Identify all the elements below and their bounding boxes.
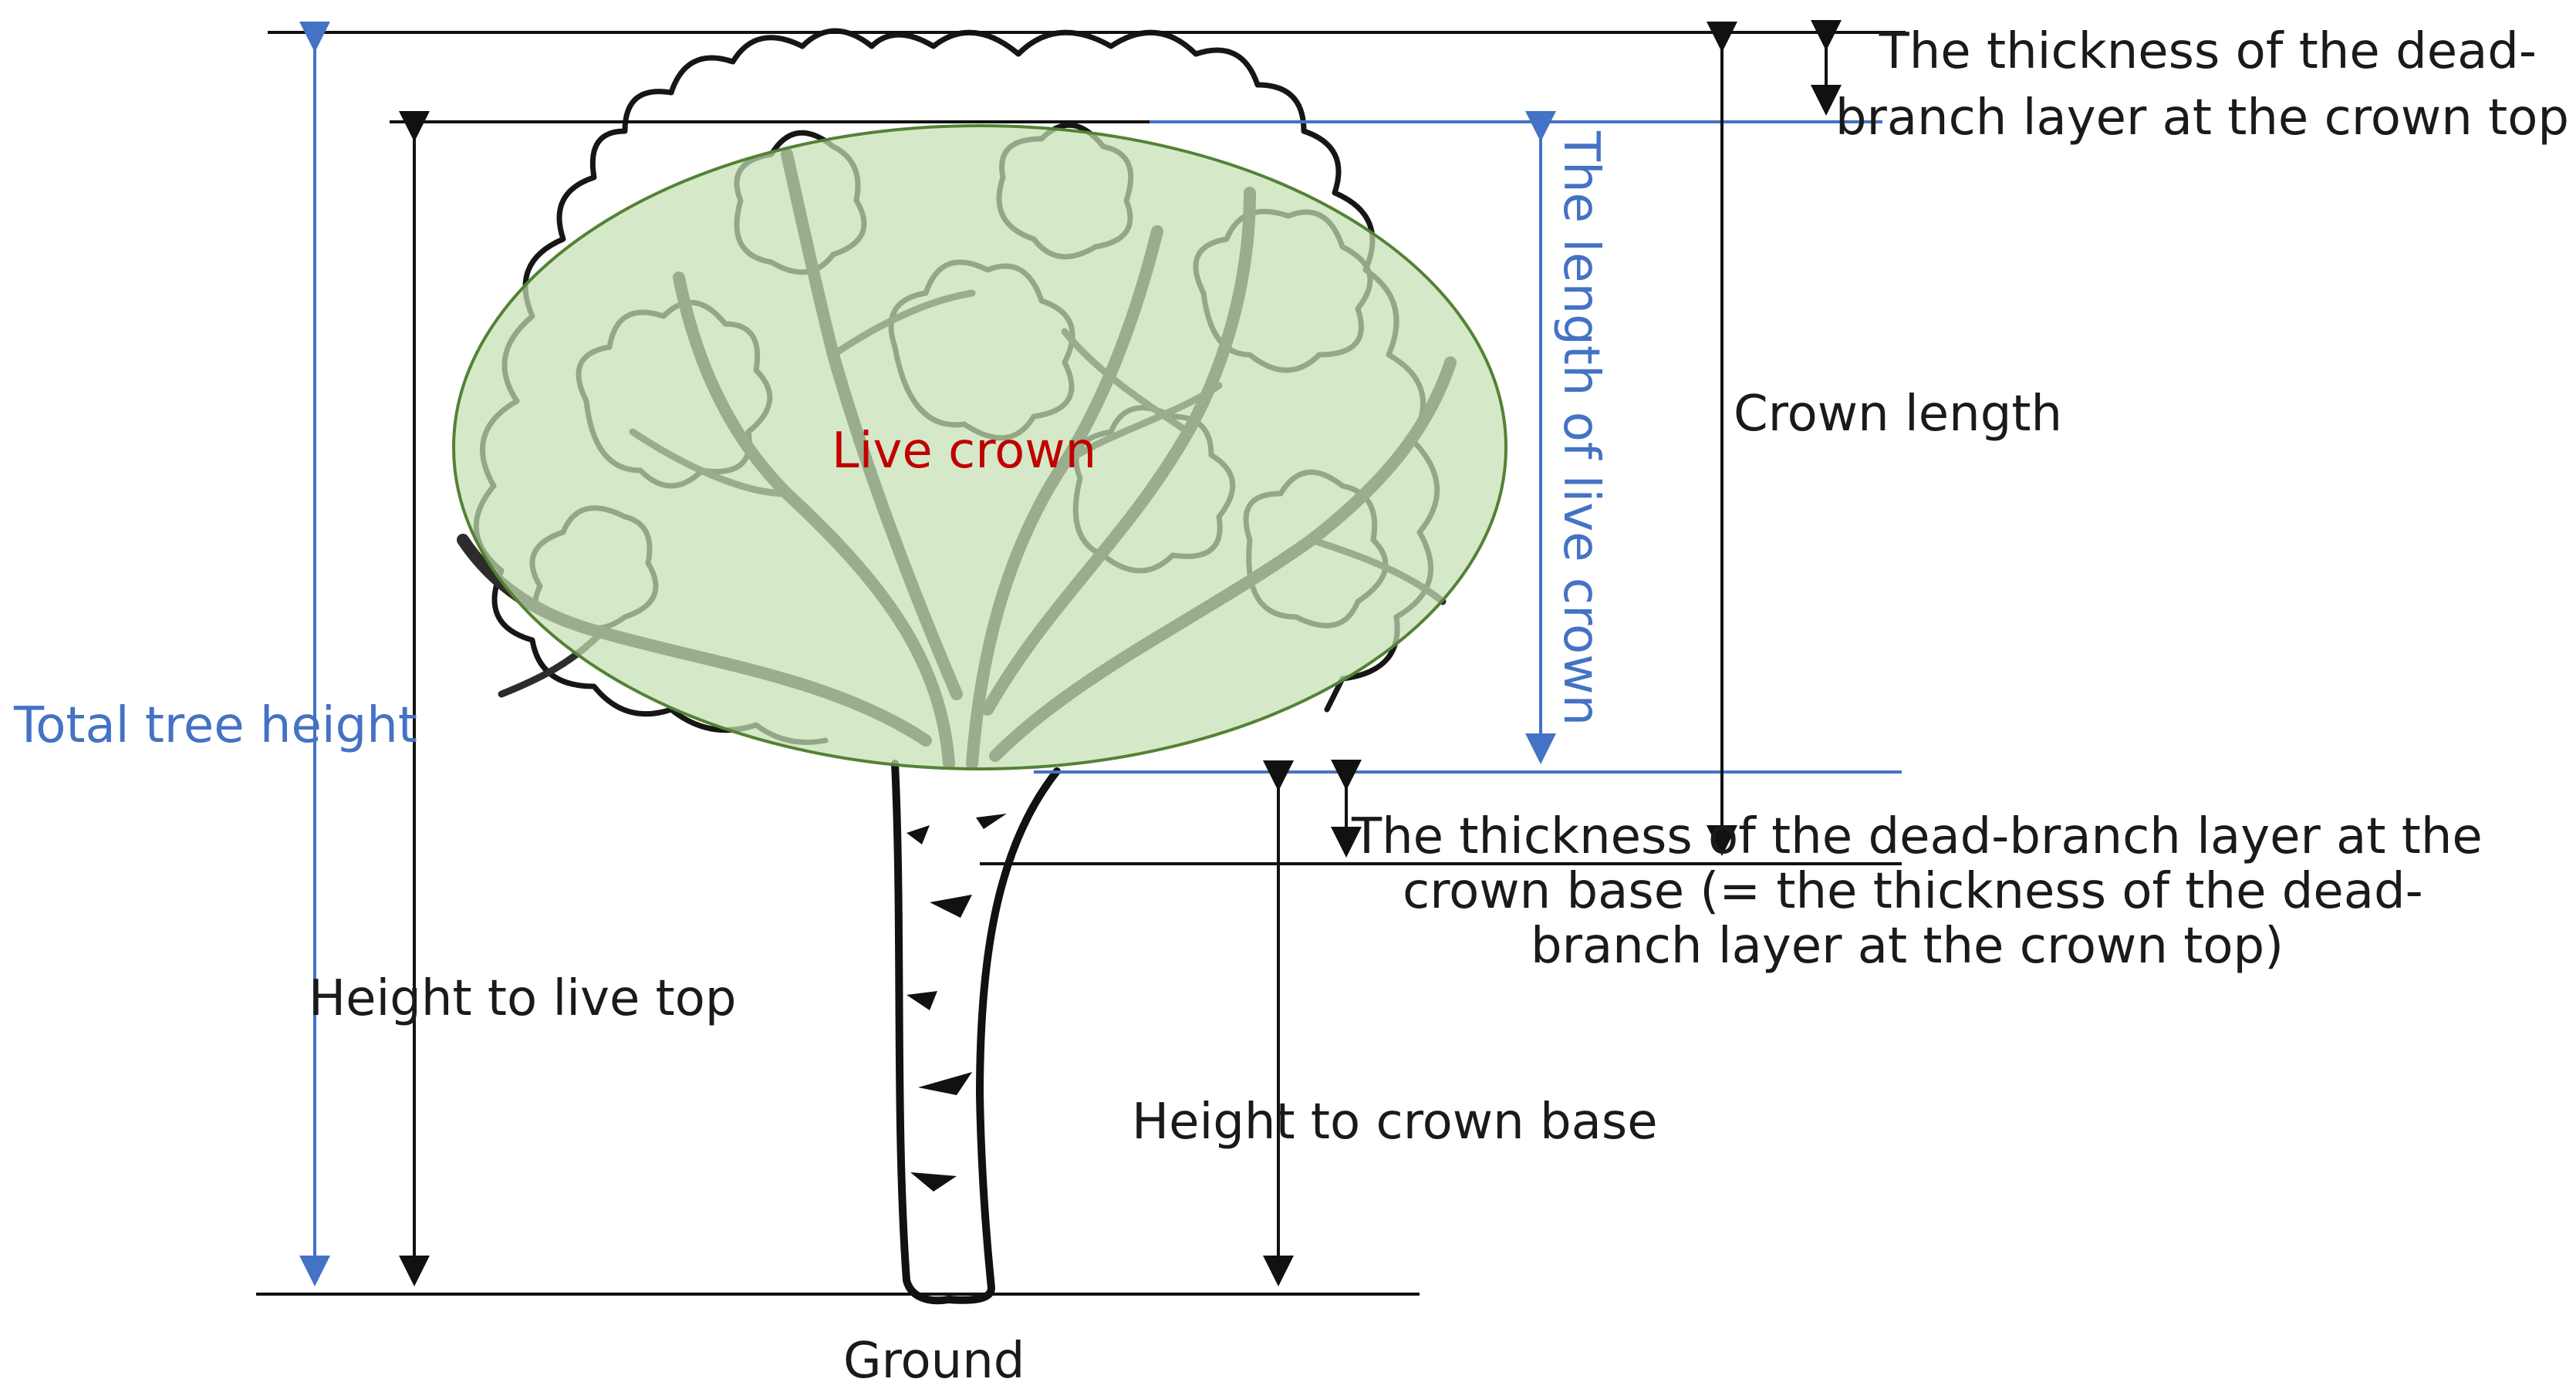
live-crown-ellipse: [452, 124, 1507, 770]
trunk-right-edge: [945, 767, 1061, 1304]
dead-branch-base-label-line1: The thickness of the dead-branch layer a…: [1351, 808, 2483, 865]
bark-mark: [910, 1172, 957, 1192]
dead-branch-base-label-line2: crown base (= the thickness of the dead-: [1403, 863, 2423, 920]
length-of-live-crown-label: The length of live crown: [1552, 130, 1609, 726]
crown-length-label: Crown length: [1734, 386, 2062, 443]
dead-branch-base-label-line3: branch layer at the crown top): [1531, 918, 2284, 975]
height-to-live-top-label: Height to live top: [309, 970, 737, 1027]
bark-mark: [906, 991, 937, 1010]
dead-branch-top-label-line2: branch layer at the crown top: [1835, 89, 2569, 147]
total-tree-height-label: Total tree height: [13, 697, 417, 754]
bark-mark: [930, 895, 972, 918]
height-to-crown-base-label: Height to crown base: [1132, 1094, 1658, 1151]
live-crown-label: Live crown: [832, 423, 1096, 480]
bark-mark: [976, 814, 1007, 829]
bark-mark: [906, 825, 930, 844]
ground-label: Ground: [843, 1333, 1025, 1390]
bark-mark: [918, 1072, 972, 1095]
dead-branch-top-label-line1: The thickness of the dead-: [1879, 23, 2537, 80]
